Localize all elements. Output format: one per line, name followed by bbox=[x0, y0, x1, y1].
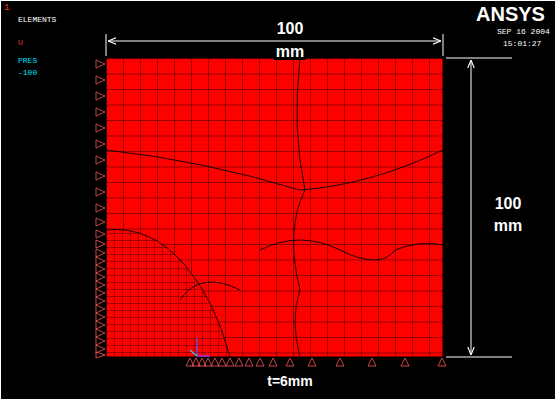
thickness-note: t=6mm bbox=[267, 374, 313, 388]
time-text: 15:01:27 bbox=[503, 40, 541, 48]
plate bbox=[106, 58, 443, 357]
mesh-transitions bbox=[106, 58, 443, 357]
constraint-symbols bbox=[96, 60, 446, 366]
legend-text: -100 bbox=[18, 69, 37, 77]
legend-text: PRES bbox=[18, 57, 37, 65]
window-number: 1 bbox=[4, 4, 9, 13]
dimension-lines bbox=[106, 34, 512, 357]
date-text: SEP 16 2004 bbox=[497, 28, 550, 36]
dimension-value: 100 bbox=[275, 21, 306, 37]
logo-text: ANSYS bbox=[476, 4, 545, 24]
dimension-value: 100 bbox=[493, 196, 524, 212]
legend-text: ELEMENTS bbox=[18, 16, 56, 24]
legend-text: U bbox=[18, 39, 23, 47]
fine-mesh-ground bbox=[106, 58, 443, 357]
mesh bbox=[106, 58, 443, 357]
fine-mesh bbox=[106, 58, 443, 357]
coordinate-triad bbox=[190, 338, 210, 356]
dimension-unit: mm bbox=[274, 44, 306, 60]
dimension-unit: mm bbox=[492, 218, 524, 234]
